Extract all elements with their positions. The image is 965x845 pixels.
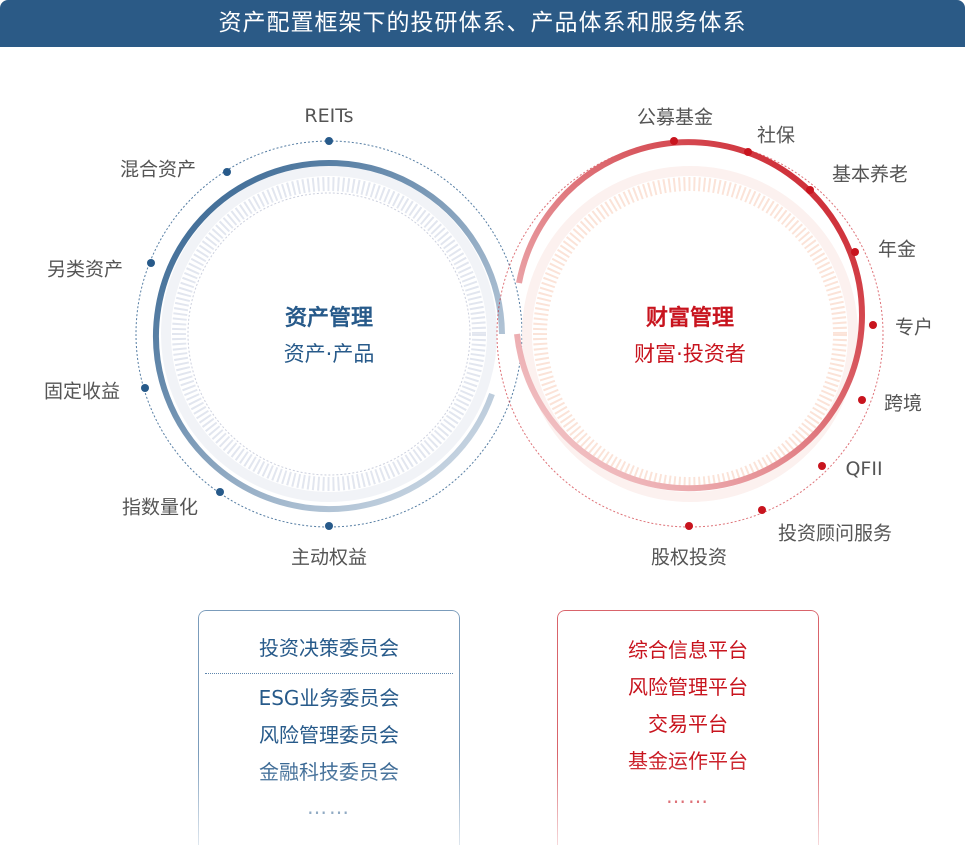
committee-item: 金融科技委员会 <box>259 760 399 784</box>
platform-item: 交易平台 <box>648 712 728 736</box>
circles-graphic <box>135 137 884 530</box>
center-title: 财富管理 <box>645 306 734 331</box>
label-public-funds: 公募基金 <box>636 106 714 129</box>
label-qfii: QFII <box>845 458 883 480</box>
left-arc <box>153 160 505 512</box>
left-dots <box>141 137 333 530</box>
label-annuity: 年金 <box>877 238 917 261</box>
label-index-quant: 指数量化 <box>121 496 199 519</box>
center-subtitle: 财富·投资者 <box>634 342 746 366</box>
label-cross-border: 跨境 <box>883 392 923 415</box>
label-basic-pension: 基本养老 <box>831 163 909 186</box>
platform-item: 基金运作平台 <box>628 749 748 773</box>
page-title: 资产配置框架下的投研体系、产品体系和服务体系 <box>0 0 965 47</box>
committee-item: ESG业务委员会 <box>258 686 400 710</box>
platform-item: 风险管理平台 <box>628 675 748 699</box>
committees-box: 投资决策委员会 ESG业务委员会 风险管理委员会 金融科技委员会 …… <box>198 610 460 845</box>
wealth-management-center: 财富管理 财富·投资者 <box>634 300 746 368</box>
right-dots <box>670 137 877 530</box>
right-ticks <box>533 177 847 491</box>
label-active-equity: 主动权益 <box>290 546 368 569</box>
label-alternative-assets: 另类资产 <box>46 258 124 281</box>
left-ticks <box>172 177 486 491</box>
more-ellipsis: …… <box>307 795 351 819</box>
platform-item: 综合信息平台 <box>628 638 748 662</box>
right-arc <box>514 139 865 492</box>
committee-item: 投资决策委员会 <box>259 636 399 660</box>
more-ellipsis: …… <box>666 784 710 808</box>
label-reits: REITs <box>304 105 354 127</box>
label-advisory: 投资顾问服务 <box>777 522 893 545</box>
label-mixed-assets: 混合资产 <box>119 158 197 181</box>
platforms-box: 综合信息平台 风险管理平台 交易平台 基金运作平台 …… <box>557 610 819 845</box>
asset-management-center: 资产管理 资产·产品 <box>284 300 375 368</box>
label-social-security: 社保 <box>756 124 796 147</box>
center-title: 资产管理 <box>284 306 373 331</box>
committee-item: 风险管理委员会 <box>259 723 399 747</box>
label-equity-investment: 股权投资 <box>650 546 728 569</box>
divider <box>205 673 453 674</box>
center-subtitle: 资产·产品 <box>283 342 375 366</box>
label-fixed-income: 固定收益 <box>43 380 121 403</box>
label-special-account: 专户 <box>894 316 934 339</box>
